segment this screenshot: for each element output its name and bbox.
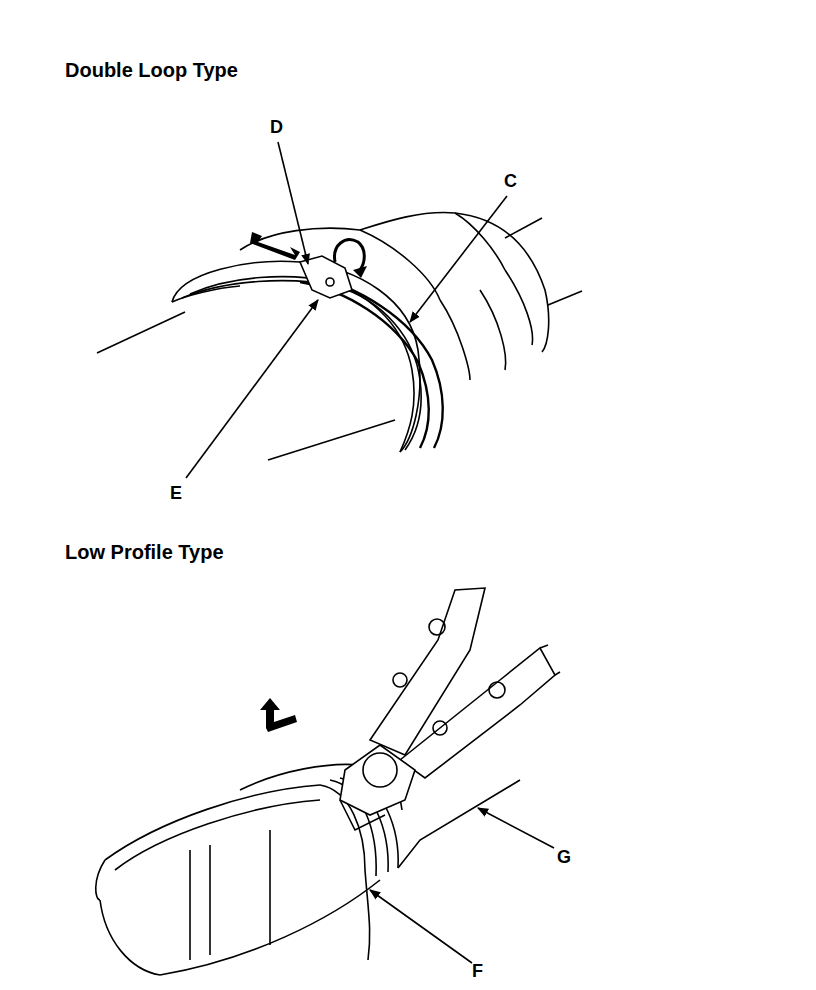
double-loop-figure — [97, 142, 582, 478]
low-profile-figure — [96, 588, 560, 975]
callout-letter: E — [170, 484, 182, 502]
callout-letter: G — [557, 848, 571, 866]
callout-letter: F — [472, 962, 483, 980]
heading: Double Loop Type — [65, 60, 238, 80]
callout-letter: C — [504, 172, 517, 190]
heading: Low Profile Type — [65, 542, 224, 562]
callout-letter: D — [270, 118, 283, 136]
